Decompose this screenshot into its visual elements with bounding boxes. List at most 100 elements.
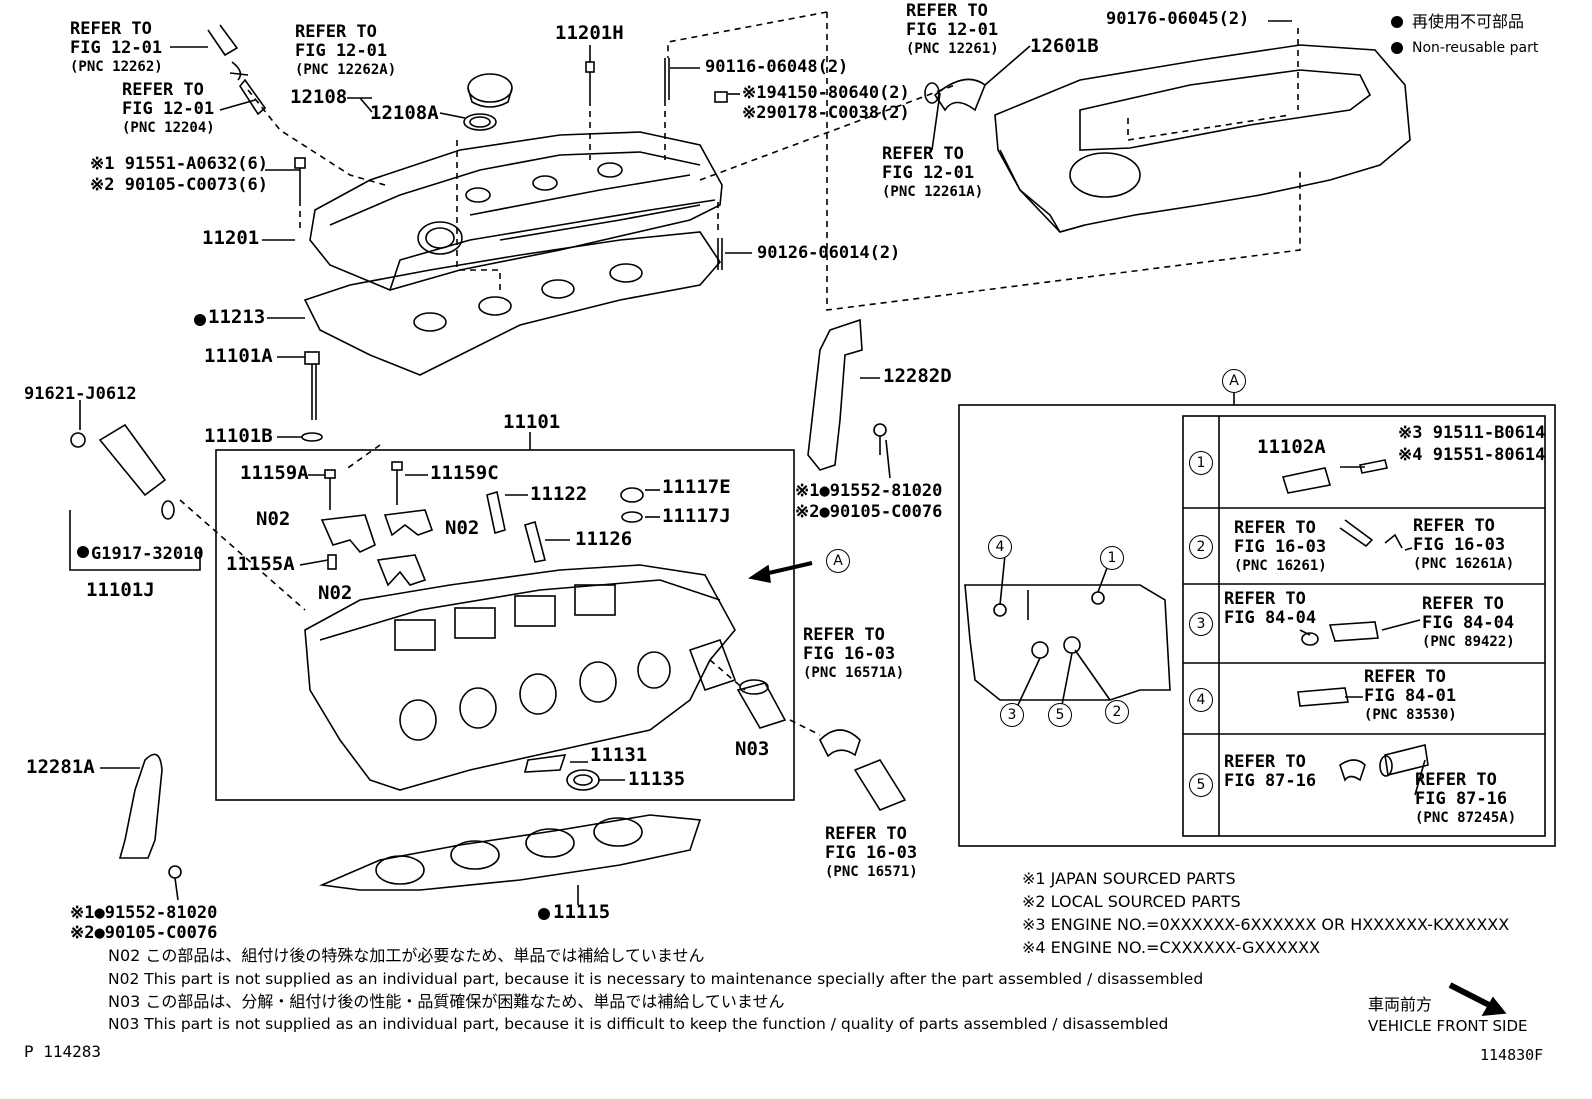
dot-g1917: [77, 546, 89, 558]
front-jp: 車両前方: [1368, 995, 1433, 1014]
part-12282D: 12282D: [883, 365, 952, 387]
note-1: ※1 JAPAN SOURCED PARTS: [1022, 869, 1236, 888]
detail-row3-num: 3: [1189, 612, 1213, 636]
part-11101B: 11101B: [204, 425, 273, 447]
detail-mark-1: 1: [1100, 546, 1124, 570]
hose-drawing-top: [207, 24, 986, 116]
part-12108A: 12108A: [370, 102, 439, 124]
oil-control-valve-drawing: [69, 423, 201, 571]
callout-a: A: [826, 549, 850, 573]
label-n03: N03: [735, 738, 770, 760]
front-arrow-shaft: [1448, 982, 1497, 1011]
dot-11213: [194, 314, 206, 326]
part-12601B: 12601B: [1030, 35, 1099, 57]
label-n02-c: N02: [318, 582, 353, 604]
part-11213: 11213: [208, 306, 266, 328]
part-11135: 11135: [628, 768, 686, 790]
part-g1917: G1917-32010: [91, 544, 204, 564]
part-12281A: 12281A: [26, 756, 95, 778]
footnote-n02-jp: N02 この部品は、組付け後の特殊な加工が必要なため、単品では補給していません: [108, 946, 705, 965]
detail-a-header: A: [1222, 369, 1246, 393]
note-2: ※2 LOCAL SOURCED PARTS: [1022, 892, 1241, 911]
legend-en: Non-reusable part: [1412, 40, 1539, 56]
detail-mark-3: 3: [1000, 703, 1024, 727]
detail-mark-4: 4: [988, 535, 1012, 559]
arrow-head-a: [747, 564, 771, 584]
bracket-12281A-drawing: [118, 753, 182, 901]
footnote-n03-jp: N03 この部品は、分解・組付け後の性能・品質確保が困難なため、単品では補給して…: [108, 992, 785, 1011]
code-left: P 114283: [24, 1042, 102, 1061]
dot-11115: [538, 908, 550, 920]
note-4: ※4 ENGINE NO.=CXXXXXX-GXXXXXX: [1022, 938, 1321, 957]
part-91552-b: ※1●91552-81020: [70, 903, 218, 923]
dashed-guides: [179, 11, 1301, 736]
part-11117J: 11117J: [662, 505, 731, 527]
part-11201H: 11201H: [555, 22, 624, 44]
code-right: 114830F: [1480, 1046, 1544, 1064]
part-90105-a: ※2 90105-C0073(6): [90, 175, 269, 195]
part-11101A: 11101A: [204, 345, 273, 367]
part-11131: 11131: [590, 744, 648, 766]
part-11101: 11101: [503, 411, 561, 433]
part-90126: 90126-06014(2): [757, 243, 901, 263]
bolts-drawing: [294, 58, 728, 510]
part-11122: 11122: [530, 483, 588, 505]
part-11159A: 11159A: [240, 462, 309, 484]
part-11102A: 11102A: [1257, 436, 1326, 458]
part-91551-b: ※4 91551-80614: [1398, 445, 1546, 465]
valve-cover-gasket-drawing: [303, 231, 722, 376]
part-91621: 91621-J0612: [24, 384, 137, 404]
part-12108: 12108: [290, 86, 348, 108]
detail-mark-5: 5: [1048, 703, 1072, 727]
part-11126: 11126: [575, 528, 633, 550]
part-91552-a: ※1●91552-81020: [795, 481, 943, 501]
head-gasket-drawing: [319, 814, 702, 891]
small-parts-drawing: [320, 487, 907, 811]
footnote-n02-en: N02 This part is not supplied as an indi…: [108, 970, 1204, 988]
cylinder-head-frame: [215, 449, 795, 801]
detail-row5-num: 5: [1189, 773, 1213, 797]
part-11115: 11115: [553, 901, 611, 923]
part-11117E: 11117E: [662, 476, 731, 498]
legend-jp: 再使用不可部品: [1412, 12, 1525, 31]
part-91511: ※3 91511-B0614: [1398, 423, 1546, 443]
part-194150: ※194150-80640(2): [742, 83, 910, 103]
detail-a-frame: [958, 404, 1556, 847]
cylinder-head-drawing: [304, 564, 737, 791]
label-n02-b: N02: [445, 517, 480, 539]
part-90176: 90176-06045(2): [1106, 9, 1250, 29]
legend-dot-1: [1391, 16, 1403, 28]
part-11201: 11201: [202, 227, 260, 249]
part-11159C: 11159C: [430, 462, 499, 484]
engine-cover-drawing: [994, 44, 1411, 233]
detail-row4-num: 4: [1189, 688, 1213, 712]
part-11155A: 11155A: [226, 553, 295, 575]
detail-row1-num: 1: [1189, 451, 1213, 475]
part-11101J: 11101J: [86, 579, 155, 601]
bracket-12282D-drawing: [807, 318, 887, 471]
detail-mark-2: 2: [1105, 700, 1129, 724]
legend-dot-2: [1391, 42, 1403, 54]
oil-cap-drawing: [463, 73, 513, 131]
label-n02-a: N02: [256, 508, 291, 530]
detail-row2-num: 2: [1189, 535, 1213, 559]
front-en: VEHICLE FRONT SIDE: [1368, 1017, 1528, 1035]
part-90116: 90116-06048(2): [705, 57, 849, 77]
detail-a-table: [1182, 415, 1546, 837]
note-3: ※3 ENGINE NO.=0XXXXXX-6XXXXXX OR HXXXXXX…: [1022, 915, 1510, 934]
part-90105-c: ※2●90105-C0076: [70, 923, 218, 943]
valve-cover-drawing: [309, 131, 723, 291]
